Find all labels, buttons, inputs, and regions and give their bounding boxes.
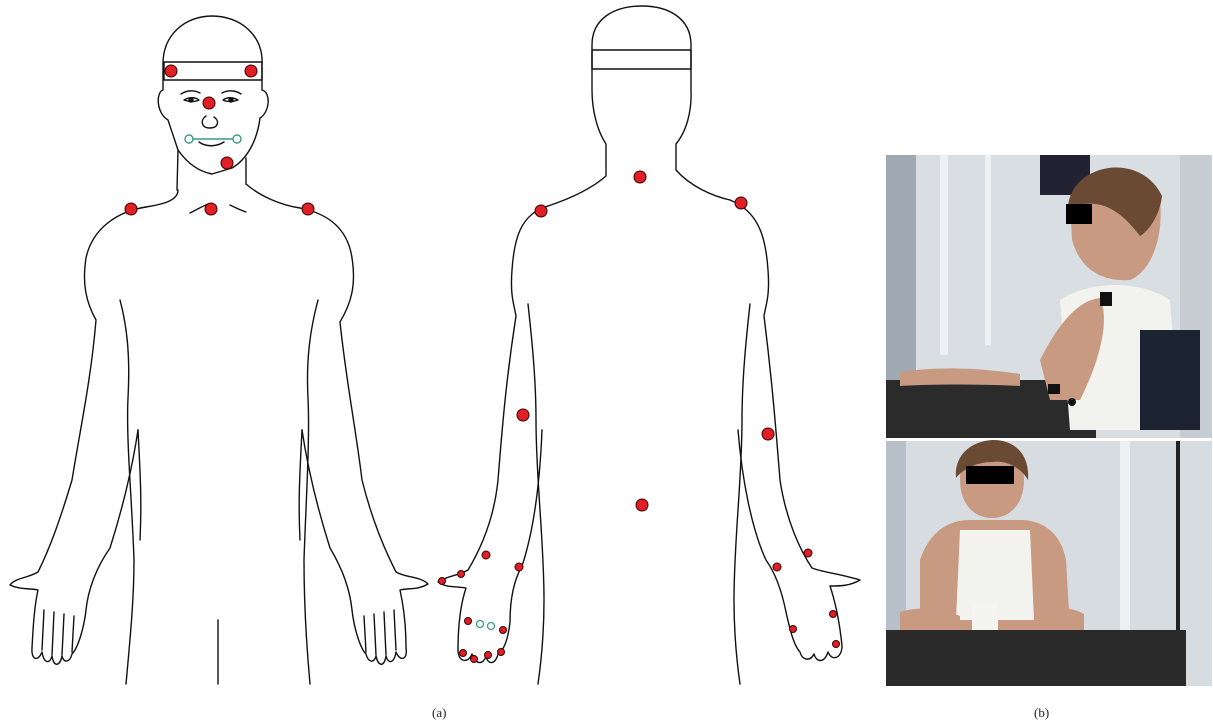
back-body-diagram — [438, 6, 860, 684]
marker-chin — [221, 157, 233, 169]
participant-side-view-photo — [886, 155, 1212, 438]
marker-right-index-base — [830, 611, 837, 618]
marker-left-fingertip-2 — [471, 656, 478, 663]
front-left-arm-outline — [10, 207, 146, 664]
front-markers — [125, 65, 314, 215]
marker-left-thumb-base — [458, 571, 465, 578]
front-right-arm-outline — [300, 208, 428, 664]
marker-right-upper-arm — [762, 428, 774, 440]
panel-a-label: (a) — [432, 705, 446, 721]
marker-neck-back — [634, 171, 646, 183]
marker-back-left-shoulder — [535, 205, 547, 217]
back-left-arm-outline — [438, 206, 548, 663]
front-open-markers — [185, 135, 241, 143]
marker-sternum — [205, 203, 217, 215]
back-headband — [592, 50, 691, 69]
marker-right-wrist-inner — [773, 563, 781, 571]
front-right-hand-fingers — [364, 610, 396, 655]
marker-left-fingertip-4 — [498, 649, 505, 656]
front-body-diagram — [10, 16, 428, 684]
panel-b-label: (b) — [1034, 705, 1049, 721]
marker-forehead — [203, 97, 215, 109]
front-left-hand-fingers — [42, 610, 74, 655]
marker-left-thumb-tip — [439, 578, 446, 585]
marker-left-wrist-inner — [482, 551, 490, 559]
marker-right-shoulder — [302, 203, 314, 215]
marker-lip-right-open — [233, 135, 241, 143]
marker-right-fingertip-1 — [790, 626, 797, 633]
marker-lip-left-open — [185, 135, 193, 143]
marker-lower-back — [636, 499, 648, 511]
mouth — [199, 142, 224, 146]
marker-left-wrist-outer — [515, 563, 523, 571]
marker-back-right-shoulder — [735, 197, 747, 209]
marker-left-middle-open — [488, 623, 495, 630]
marker-left-index-base — [465, 618, 472, 625]
left-eyebrow — [181, 91, 200, 94]
back-right-arm-outline — [730, 200, 860, 661]
marker-right-fingertip-2 — [833, 641, 840, 648]
marker-left-upper-arm — [517, 409, 529, 421]
right-eyebrow — [222, 91, 241, 94]
marker-right-wrist-outer — [804, 549, 812, 557]
marker-left-index-open — [477, 621, 484, 628]
marker-left-fingertip-1 — [460, 650, 467, 657]
front-head-outline — [158, 16, 268, 174]
marker-left-pinky-base — [500, 627, 507, 634]
marker-headband-right — [245, 65, 257, 77]
marker-left-shoulder — [125, 203, 137, 215]
back-open-markers — [477, 621, 495, 630]
marker-headband-left — [165, 65, 177, 77]
participant-front-view-photo — [886, 440, 1212, 686]
nose — [202, 116, 217, 128]
marker-left-fingertip-3 — [485, 652, 492, 659]
